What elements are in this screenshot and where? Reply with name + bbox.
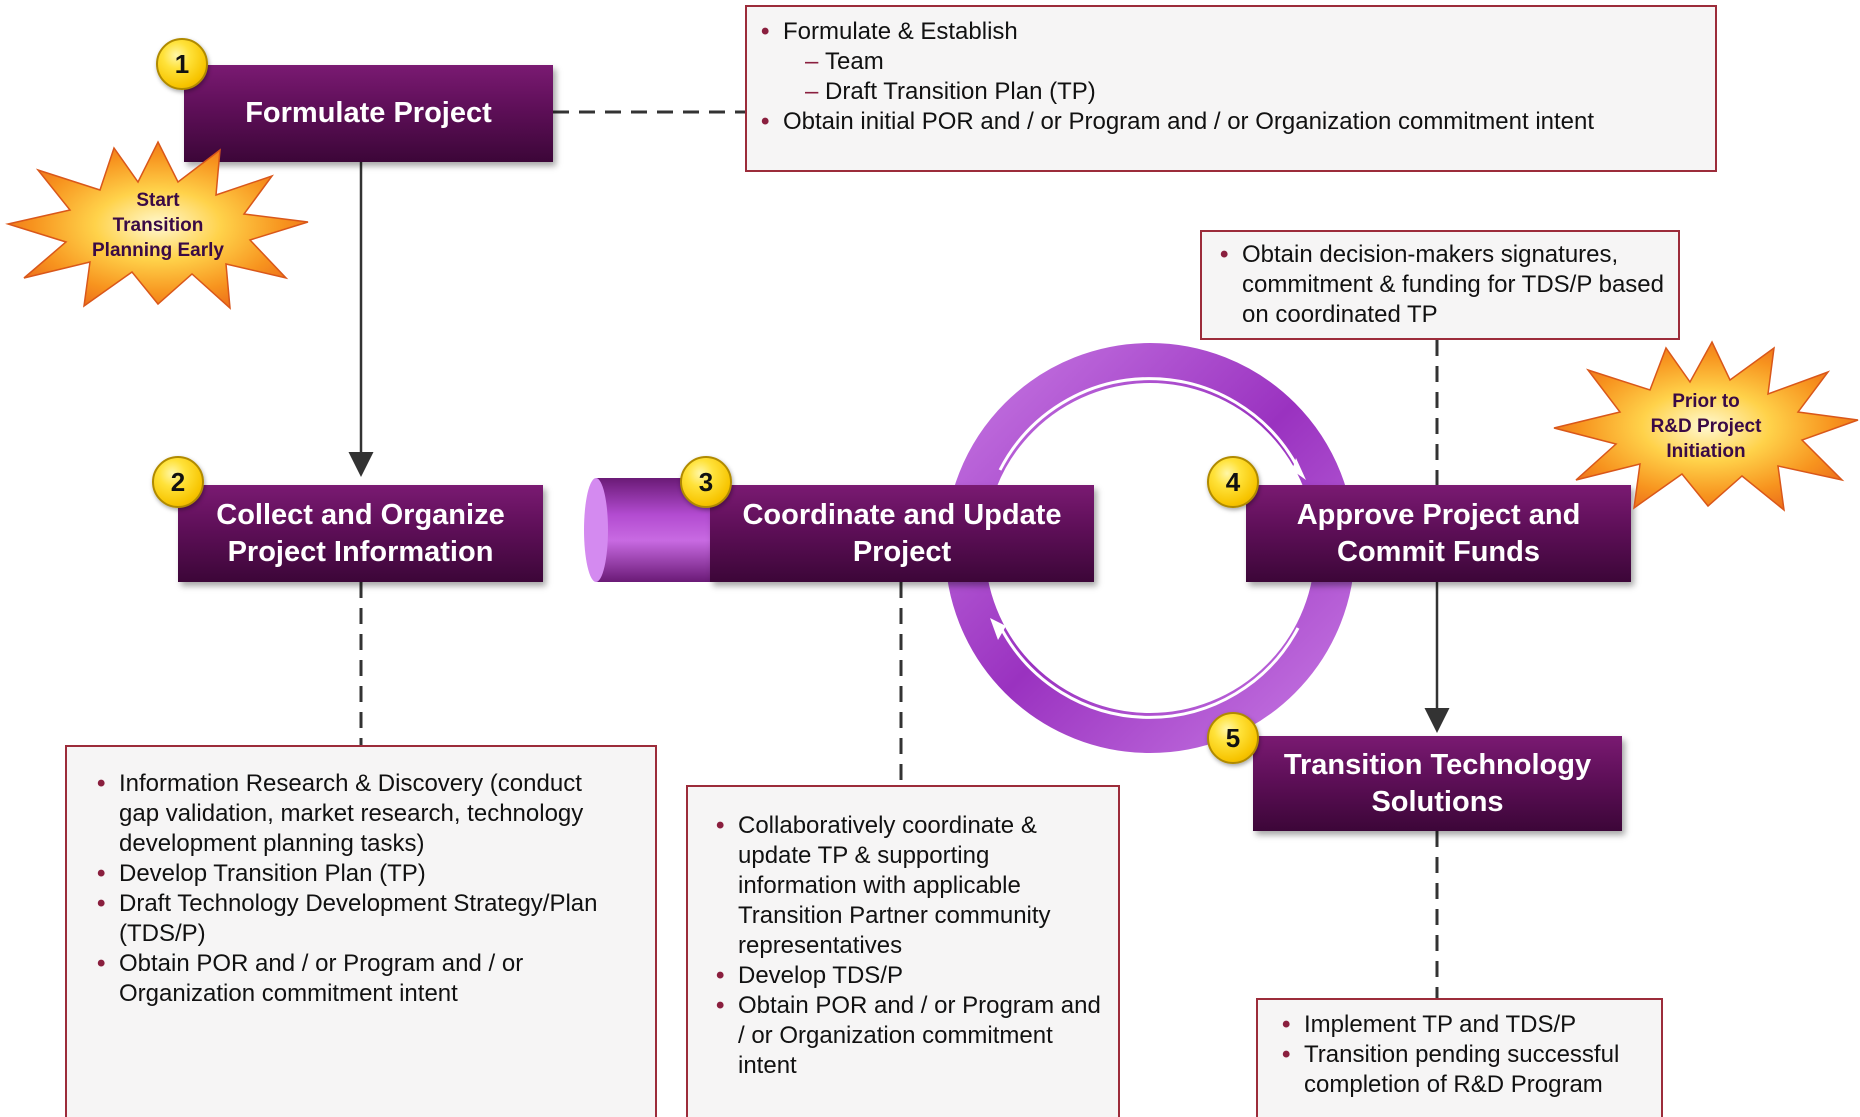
note-collect: Information Research & Discovery (conduc… — [65, 745, 657, 1117]
step-2-badge: 2 — [152, 456, 204, 508]
burst-prior-line1: Prior to — [1672, 390, 1740, 412]
burst-start-line1: Start — [136, 189, 180, 211]
step-coordinate-update: Coordinate and Update Project — [710, 485, 1094, 582]
burst-prior-shape — [1553, 340, 1859, 512]
note-formulate-bullet-2: Obtain initial POR and / or Program and … — [761, 107, 1701, 137]
note-coordinate-bullet-2: Develop TDS/P — [716, 961, 1104, 991]
burst-start-shape — [5, 140, 309, 310]
step-4-title-line1: Approve Project and — [1296, 498, 1581, 531]
note-collect-bullet-4: Obtain POR and / or Program and / or Org… — [97, 949, 625, 1009]
step-5-title-line2: Solutions — [1371, 785, 1504, 818]
note-collect-bullet-1: Information Research & Discovery (conduc… — [97, 769, 625, 859]
burst-start-line3: Planning Early — [92, 239, 224, 261]
note-collect-bullet-3: Draft Technology Development Strategy/Pl… — [97, 889, 625, 949]
step-3-title-line2: Project — [852, 535, 952, 568]
note-coordinate-bullet-3: Obtain POR and / or Program and / or Org… — [716, 991, 1104, 1081]
note-formulate-bullet-1: Formulate & Establish — [761, 17, 1701, 47]
step-4-title-line2: Commit Funds — [1337, 535, 1540, 568]
burst-prior-line3: Initiation — [1666, 440, 1746, 462]
note-collect-bullet-2: Develop Transition Plan (TP) — [97, 859, 625, 889]
note-transition: Implement TP and TDS/P Transition pendin… — [1256, 998, 1663, 1117]
note-transition-bullet-2: Transition pending successful completion… — [1282, 1040, 1647, 1100]
step-3-badge: 3 — [680, 456, 732, 508]
note-approve: Obtain decision-makers signatures, commi… — [1200, 230, 1680, 340]
burst-prior-initiation: Prior to R&D Project Initiation — [1552, 340, 1860, 512]
step-2-title-line1: Collect and Organize — [216, 498, 505, 531]
step-5-badge: 5 — [1207, 712, 1259, 764]
step-approve-commit: Approve Project and Commit Funds — [1246, 485, 1631, 582]
step-transition-solutions: Transition Technology Solutions — [1253, 736, 1622, 831]
step-4-badge: 4 — [1207, 456, 1259, 508]
note-transition-bullet-1: Implement TP and TDS/P — [1282, 1010, 1647, 1040]
note-formulate: Formulate & Establish Team Draft Transit… — [745, 5, 1717, 172]
step-formulate-project: Formulate Project — [184, 65, 553, 162]
note-approve-bullet-1: Obtain decision-makers signatures, commi… — [1220, 240, 1664, 330]
burst-prior-line2: R&D Project — [1650, 415, 1762, 437]
note-formulate-sub-1: Team — [761, 47, 1701, 77]
step-1-title: Formulate Project — [245, 97, 492, 129]
note-formulate-sub-2: Draft Transition Plan (TP) — [761, 77, 1701, 107]
step-1-badge: 1 — [156, 38, 208, 90]
burst-start-transition: Start Transition Planning Early — [4, 140, 312, 310]
step-3-title-line1: Coordinate and Update — [742, 498, 1062, 531]
step-2-title-line2: Project Information — [227, 535, 494, 568]
note-coordinate: Collaboratively coordinate & update TP &… — [686, 785, 1120, 1117]
burst-start-line2: Transition — [112, 214, 204, 236]
step-collect-organize: Collect and Organize Project Information — [178, 485, 543, 582]
step-5-title-line1: Transition Technology — [1283, 748, 1592, 781]
note-coordinate-bullet-1: Collaboratively coordinate & update TP &… — [716, 811, 1104, 961]
